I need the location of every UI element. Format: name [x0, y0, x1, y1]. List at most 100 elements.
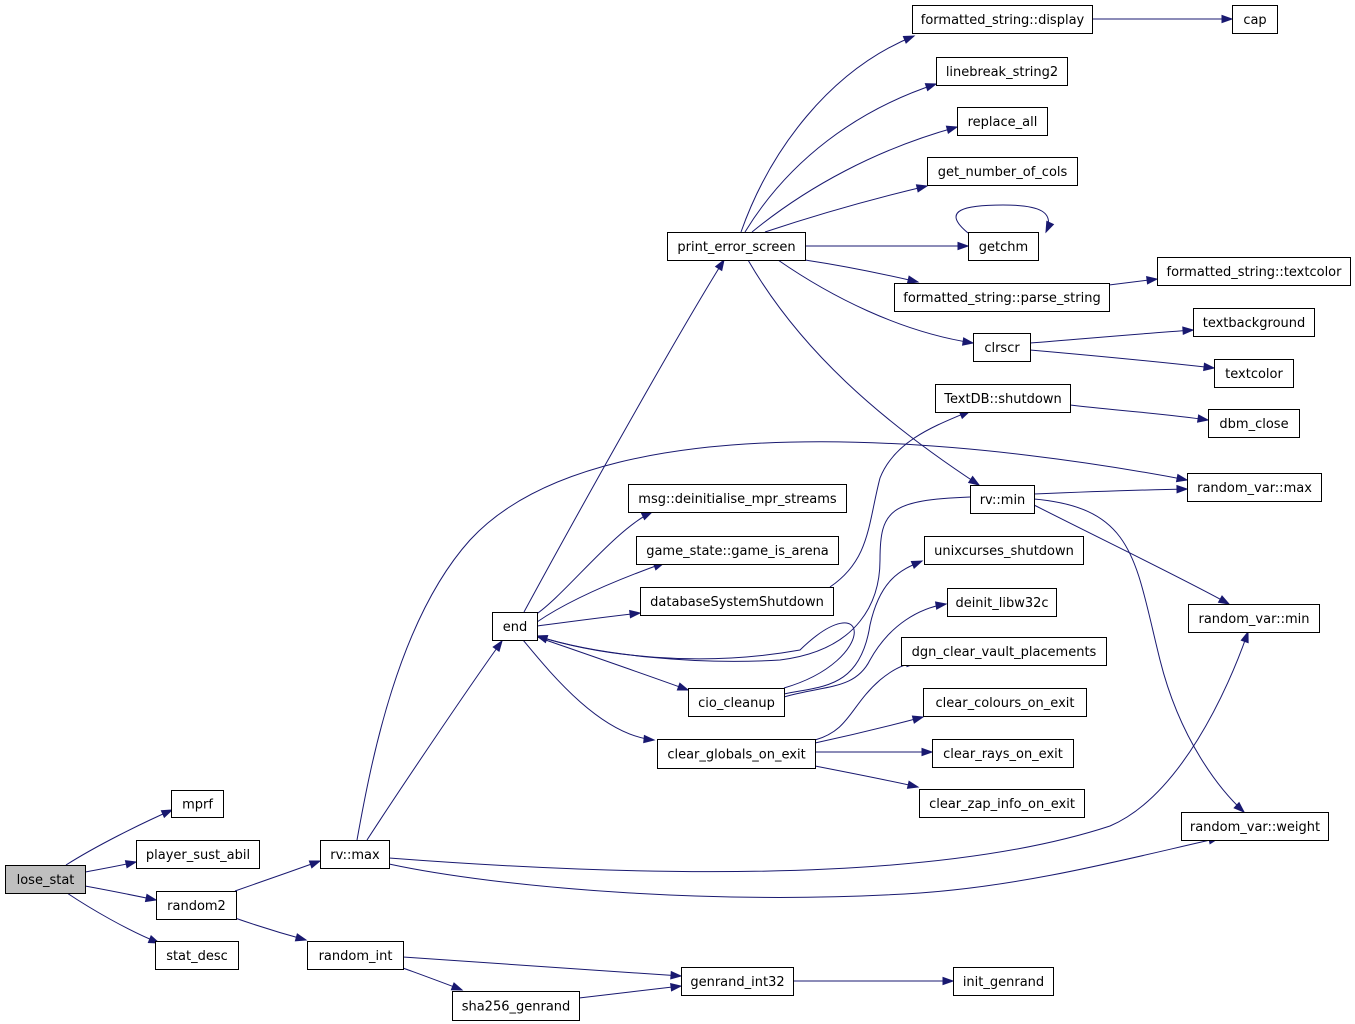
node-cap[interactable]: cap: [1232, 5, 1278, 34]
node-box: [155, 941, 239, 970]
node-init-genrand[interactable]: init_genrand: [953, 967, 1054, 996]
edge-lose-stat-to-random2: [84, 885, 158, 903]
edge-lose-stat-to-player-sust-abil: [84, 860, 138, 873]
node-label: random_var::weight: [1190, 820, 1320, 835]
node-box: [1157, 257, 1351, 286]
edge-line: [388, 837, 1220, 898]
edge-rv-max-to-random-var-max: [356, 441, 1189, 841]
node-box: [640, 587, 834, 616]
arrowhead-icon: [640, 511, 654, 521]
arrowhead-icon: [535, 635, 549, 644]
node-cio-cleanup[interactable]: cio_cleanup: [688, 688, 785, 717]
arrowhead-icon: [1175, 473, 1189, 483]
node-textbackground[interactable]: textbackground: [1193, 308, 1315, 337]
node-random-var-max[interactable]: random_var::max: [1187, 473, 1322, 502]
node-label: random_int: [319, 949, 393, 964]
node-clrscr[interactable]: clrscr: [973, 333, 1031, 362]
node-clear-colours-on-exit[interactable]: clear_colours_on_exit: [923, 688, 1087, 717]
edge-print-error-screen-to-rv-min: [747, 259, 981, 486]
arrowhead-icon: [629, 609, 642, 619]
node-label: init_genrand: [963, 975, 1044, 990]
node-rv-max[interactable]: rv::max: [320, 840, 390, 869]
node-stat-desc[interactable]: stat_desc: [155, 941, 239, 970]
node-box: [968, 232, 1039, 261]
node-label: replace_all: [968, 115, 1038, 130]
node-deinit-libw32c[interactable]: deinit_libw32c: [947, 588, 1057, 617]
node-fs-textcolor[interactable]: formatted_string::textcolor: [1157, 257, 1351, 286]
edge-line: [536, 612, 641, 627]
node-label: mprf: [182, 798, 213, 813]
node-linebreak-string2[interactable]: linebreak_string2: [936, 57, 1068, 86]
edge-line: [751, 126, 958, 233]
node-clear-globals-on-exit[interactable]: clear_globals_on_exit: [657, 739, 816, 769]
node-textdb-shutdown[interactable]: TextDB::shutdown: [935, 384, 1071, 413]
arrowhead-icon: [902, 35, 916, 44]
arrowhead-icon: [1240, 630, 1249, 644]
arrowhead-icon: [670, 983, 683, 992]
node-fs-parse-string[interactable]: formatted_string::parse_string: [894, 283, 1110, 312]
node-lose-stat[interactable]: lose_stat: [5, 865, 86, 894]
node-label: textbackground: [1203, 316, 1306, 331]
arrowhead-icon: [492, 639, 503, 653]
node-dbm-close[interactable]: dbm_close: [1208, 409, 1300, 438]
node-fs-display[interactable]: formatted_string::display: [912, 5, 1093, 34]
node-random-int[interactable]: random_int: [307, 941, 404, 970]
edge-print-error-screen-to-replace-all: [751, 125, 959, 233]
edge-textdb-shutdown-to-dbm-close: [1069, 404, 1210, 423]
node-box: [935, 384, 1071, 413]
node-label: deinit_libw32c: [955, 596, 1048, 611]
edge-rv-min-to-random-var-max: [1033, 484, 1189, 495]
node-clear-rays-on-exit[interactable]: clear_rays_on_exit: [932, 739, 1074, 768]
node-box: [667, 232, 806, 261]
arrowhead-icon: [1045, 220, 1055, 234]
edge-fs-parse-string-to-fs-textcolor: [1108, 276, 1159, 286]
node-box: [923, 688, 1087, 717]
node-dgn-clear-vault-placements[interactable]: dgn_clear_vault_placements: [901, 637, 1107, 666]
edge-end-to-clear-globals-on-exit: [522, 639, 656, 744]
node-textcolor[interactable]: textcolor: [1214, 359, 1294, 388]
node-label: formatted_string::parse_string: [903, 291, 1100, 306]
node-label: formatted_string::textcolor: [1167, 265, 1343, 280]
edge-line: [1029, 349, 1215, 369]
node-clear-zap-info-on-exit[interactable]: clear_zap_info_on_exit: [919, 789, 1085, 818]
nodes-layer: lose_stat mprf player_sust_abil random2 stat…: [5, 5, 1351, 1021]
edge-line: [804, 259, 919, 283]
node-random-var-weight[interactable]: random_var::weight: [1181, 812, 1329, 841]
edge-print-error-screen-to-get-number-of-cols: [764, 184, 929, 233]
edge-random-int-to-genrand-int32: [402, 956, 683, 980]
node-sha256-genrand[interactable]: sha256_genrand: [452, 991, 580, 1021]
arrowhead-icon: [144, 893, 158, 903]
node-end[interactable]: end: [492, 612, 538, 641]
node-print-error-screen[interactable]: print_error_screen: [667, 232, 806, 261]
arrowhead-icon: [294, 933, 308, 942]
edge-rv-min-to-end: [535, 496, 971, 662]
node-random2[interactable]: random2: [156, 891, 237, 920]
node-label: random_var::max: [1197, 481, 1312, 496]
edge-random2-to-random-int: [234, 917, 308, 942]
edge-rv-max-to-random-var-min: [388, 630, 1249, 873]
node-unixcurses-shutdown[interactable]: unixcurses_shutdown: [924, 536, 1084, 565]
node-getchm[interactable]: getchm: [968, 232, 1039, 261]
arrowhead-icon: [910, 560, 924, 569]
edge-line: [65, 809, 173, 866]
node-box: [1181, 812, 1329, 841]
node-databaseSystemShutdown[interactable]: databaseSystemShutdown: [640, 587, 834, 616]
node-rv-min[interactable]: rv::min: [970, 485, 1035, 514]
node-random-var-min[interactable]: random_var::min: [1188, 604, 1320, 633]
edge-line: [66, 892, 160, 944]
node-msg-deinit[interactable]: msg::deinitialise_mpr_streams: [628, 484, 847, 513]
edge-rv-min-to-random-var-weight: [1033, 498, 1246, 813]
edge-end-to-print-error-screen: [523, 258, 725, 613]
edge-line: [783, 560, 923, 695]
edge-clrscr-to-textbackground: [1029, 326, 1195, 344]
edge-getchm-to-getchm: [955, 204, 1055, 234]
node-genrand-int32[interactable]: genrand_int32: [681, 967, 794, 996]
node-mprf[interactable]: mprf: [171, 790, 224, 818]
edge-clear-globals-on-exit-to-clear-zap-info-on-exit: [814, 765, 920, 789]
node-game-is-arena[interactable]: game_state::game_is_arena: [636, 536, 839, 565]
node-player-sust-abil[interactable]: player_sust_abil: [136, 840, 260, 869]
node-replace-all[interactable]: replace_all: [957, 107, 1048, 136]
edge-rv-max-to-random-var-weight: [388, 836, 1221, 898]
node-get-number-of-cols[interactable]: get_number_of_cols: [927, 157, 1078, 186]
node-label: end: [503, 620, 528, 635]
